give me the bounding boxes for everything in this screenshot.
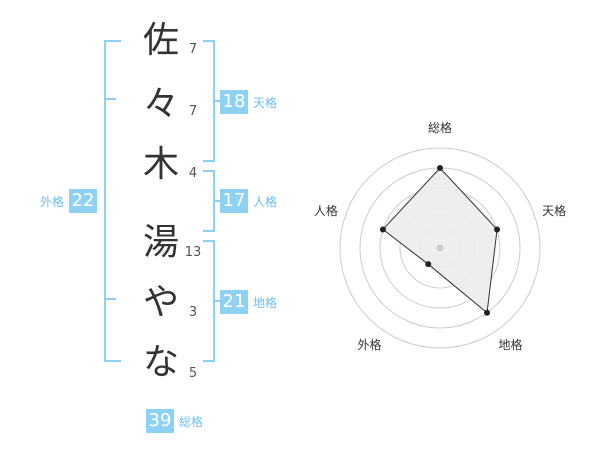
bracket-tick	[104, 298, 116, 300]
name-char-5: や	[142, 282, 179, 323]
tenkaku-label: 天格	[253, 95, 278, 110]
bracket-tick	[213, 200, 221, 202]
chikaku-label: 地格	[253, 295, 278, 310]
radar-grid-ring	[339, 147, 541, 349]
stroke-count-5: 3	[188, 305, 198, 320]
radar-data-point	[425, 261, 432, 268]
radar-axis-label: 総格	[428, 120, 452, 135]
radar-data-polygon	[382, 167, 498, 314]
radar-axis-label: 外格	[357, 337, 381, 352]
stroke-count-4: 13	[184, 245, 202, 260]
radar-data-point	[494, 226, 501, 233]
jinkaku-label: 人格	[253, 194, 278, 209]
name-char-4: 湯	[142, 222, 179, 263]
radar-data-point	[379, 226, 386, 233]
soukaku-label: 総格	[179, 414, 204, 429]
radar-data-point	[437, 165, 443, 171]
stroke-count-1: 7	[188, 42, 198, 57]
jinkaku-value: 17	[220, 189, 248, 213]
bracket-tick	[104, 98, 116, 100]
soukaku-badge: 39 総格	[146, 409, 203, 433]
bracket-tick	[213, 100, 221, 102]
soukaku-value: 39	[146, 409, 174, 433]
name-char-6: な	[142, 342, 179, 383]
name-char-3: 木	[142, 144, 179, 185]
gaikaku-bracket	[104, 40, 121, 362]
stroke-count-3: 4	[188, 166, 198, 181]
stroke-count-6: 5	[188, 366, 198, 381]
tenkaku-value: 18	[220, 90, 248, 114]
radar-axis-label: 天格	[542, 203, 566, 218]
jinkaku-badge: 17 人格	[220, 189, 277, 213]
stroke-count-2: 7	[188, 104, 198, 119]
radar-axis-label: 地格	[499, 337, 523, 352]
tenkaku-badge: 18 天格	[220, 90, 277, 114]
chikaku-value: 21	[220, 290, 248, 314]
gaikaku-label: 外格	[40, 194, 65, 209]
name-char-2: 々	[142, 84, 179, 125]
chikaku-badge: 21 地格	[220, 290, 277, 314]
radar-data-point	[484, 309, 491, 316]
bracket-tick	[213, 300, 221, 302]
radar-center-dot	[436, 244, 444, 252]
gaikaku-value: 22	[69, 189, 98, 213]
name-char-1: 佐	[142, 20, 179, 61]
gaikaku-badge: 外格 22	[40, 189, 98, 213]
radar-axis-label: 人格	[314, 203, 338, 218]
